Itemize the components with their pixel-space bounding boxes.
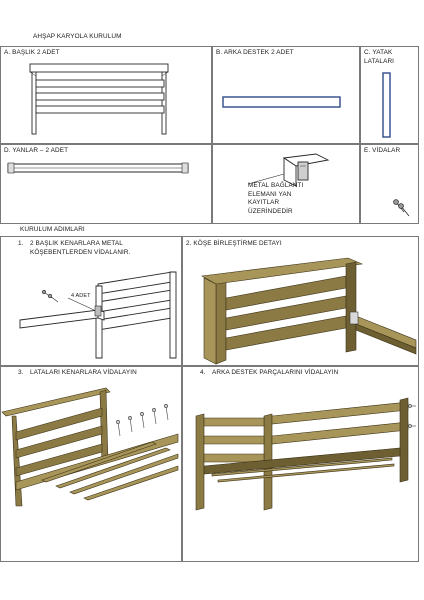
step-1-number: 1. — [18, 240, 24, 247]
step-3-cell — [0, 366, 182, 562]
back-support-illustration — [222, 96, 341, 108]
connector-note-line-3: KAYITLAR — [248, 199, 280, 207]
steps-heading: KURULUM ADIMLARI — [20, 226, 85, 233]
connector-note-cell — [212, 144, 360, 224]
step-4-number: 4. — [200, 369, 206, 376]
part-c-label-2: LATALARI — [364, 58, 395, 65]
connector-note-line-2: ELEMANI YAN — [248, 190, 292, 198]
step-1-illustration — [19, 271, 177, 359]
step-1-line-1: 2 BAŞLIK KENARLARA METAL — [30, 240, 123, 247]
part-e-label: E. VİDALAR — [364, 147, 401, 154]
step-4-cell — [182, 366, 419, 562]
step-3-number: 3. — [18, 369, 24, 376]
step-2-label: 2. KÖŞE BİRLEŞTİRME DETAYI — [186, 240, 282, 247]
headboard-illustration — [29, 63, 169, 135]
part-b-label: B. ARKA DESTEK 2 ADET — [216, 49, 294, 56]
part-c-cell — [360, 46, 419, 144]
step-1-cell — [0, 236, 182, 366]
document-title: AHŞAP KARYOLA KURULUM — [33, 33, 122, 40]
step-1-line-2: KÖŞEBENTLERDEN VİDALANIR. — [30, 249, 131, 256]
step-4-illustration — [195, 397, 416, 511]
part-d-cell — [0, 144, 212, 224]
part-c-label: C. YATAK — [364, 49, 393, 56]
slat-illustration — [382, 72, 391, 138]
step-3-illustration — [1, 387, 179, 507]
part-d-label: D. YANLAR – 2 ADET — [4, 147, 69, 154]
part-e-cell — [360, 144, 419, 224]
connector-note-line-1: METAL BAĞLANTI — [248, 182, 304, 189]
screws-illustration — [393, 199, 410, 217]
part-b-cell — [212, 46, 360, 144]
metal-connector-illustration — [282, 153, 330, 187]
connector-note: METAL BAĞLANTI ELEMANI YAN KAYITLAR ÜZER… — [248, 182, 303, 216]
connector-note-line-4: ÜZERİNDEDİR — [248, 207, 293, 215]
part-a-label: A. BAŞLIK 2 ADET — [4, 49, 60, 56]
part-a-cell — [0, 46, 212, 144]
step-4-label: ARKA DESTEK PARÇALARINI VİDALAYIN — [212, 369, 339, 376]
step-3-label: LATALARI KENARLARA VİDALAYIN — [30, 369, 137, 376]
step-1-annotation: 4 ADET — [71, 293, 91, 299]
step-2-cell — [182, 236, 419, 366]
connector-pointer — [247, 173, 285, 185]
side-rail-illustration — [7, 162, 189, 174]
step-2-illustration — [201, 257, 417, 365]
